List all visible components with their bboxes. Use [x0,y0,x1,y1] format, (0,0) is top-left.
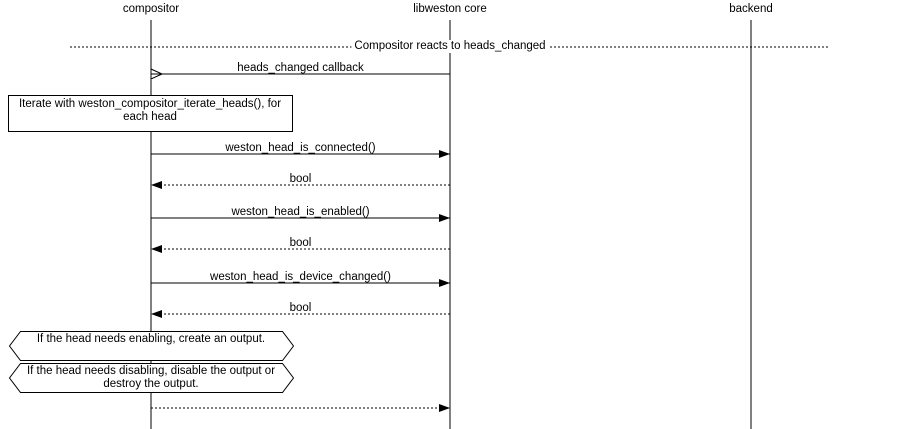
fragment-shape-enable-fragment [8,331,295,361]
messages-group [151,74,450,412]
fragment-shape-disable-fragment [8,363,295,393]
fragments-group [8,331,295,393]
note-box-iterate-note [8,95,293,132]
notes-group [8,95,293,132]
